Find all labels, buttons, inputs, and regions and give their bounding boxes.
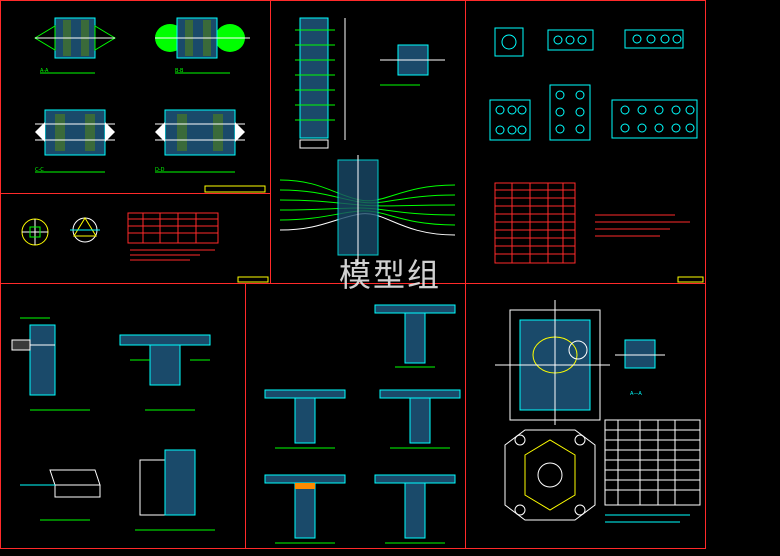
joint-details-left [11, 317, 215, 531]
notes-right [595, 214, 690, 237]
section-label-aa-right: A—A [630, 391, 642, 397]
frame-mid-left [0, 193, 271, 284]
section-label-c: C-C [35, 167, 44, 173]
notes-bottom-right [605, 514, 690, 523]
section-label-b: B-B [175, 68, 184, 74]
parameter-table-small [127, 212, 219, 244]
section-label-a: A-A [40, 68, 49, 74]
watermark-text: 模型组 [338, 256, 441, 294]
frame-bottom-right [465, 283, 706, 549]
anchor-section-2: B-B [155, 17, 250, 74]
anchor-head-group [21, 212, 269, 283]
panel-frames [0, 0, 706, 549]
frame-bottom-left [0, 283, 246, 549]
title-block-top-left [204, 185, 266, 193]
t-beam-sections [264, 304, 461, 544]
spec-table-right [494, 182, 576, 264]
anchor-plate-group [489, 27, 698, 141]
anchor-section-4: D-D [155, 109, 245, 173]
tendon-fan [279, 155, 456, 265]
anchor-section-group-top-left: A-A B-B C-C [34, 17, 266, 193]
frame-bottom-center [245, 283, 466, 549]
anchor-section-1: A-A [34, 17, 116, 74]
column-elevation [295, 17, 445, 149]
material-table-bottom-right [604, 419, 701, 506]
anchor-section-3: C-C [35, 109, 115, 173]
anchorage-block-detail: A—A [495, 300, 665, 521]
section-label-d: D-D [155, 167, 165, 173]
frame-top-right [465, 0, 706, 284]
notes-lines-small [130, 249, 215, 261]
